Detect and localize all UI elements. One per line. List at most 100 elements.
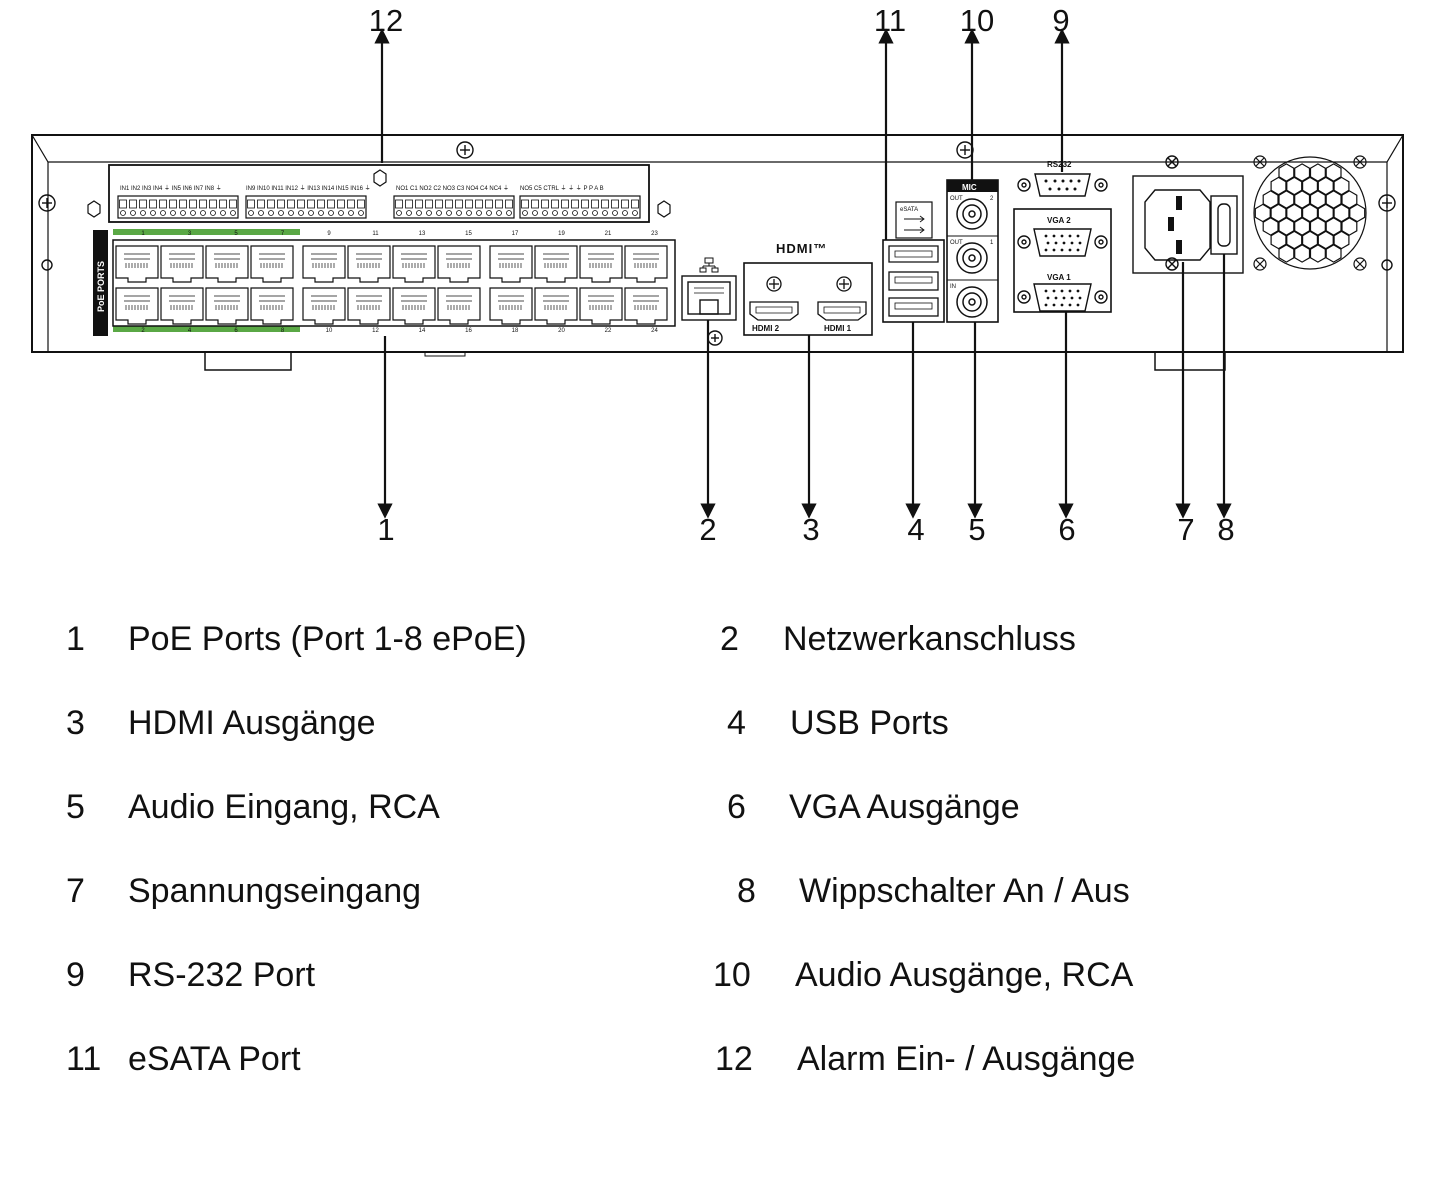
- poe-port-number-top: 17: [512, 231, 519, 237]
- audio-out-1-num: 1: [990, 240, 994, 246]
- callout-lines: [374, 28, 1232, 519]
- network-icon: [699, 257, 719, 273]
- audio-out-1-label: OUT: [950, 240, 963, 246]
- epoe-bar-bottom: [113, 326, 300, 332]
- poe-port-number-top: 1: [141, 231, 145, 237]
- legend-num: 5: [66, 788, 85, 826]
- legend-num: 12: [715, 1040, 753, 1078]
- poe-port-number-bottom: 24: [651, 328, 658, 334]
- callout-numbers: 12 11 10 9 1 2 3 4 5 6 7 8: [369, 3, 1235, 547]
- audio-in-label: IN: [950, 284, 956, 290]
- device-rear-panel-diagram: IN1 IN2 IN3 IN4 ⏚ IN5 IN6 IN7 IN8 ⏚ IN9 …: [31, 3, 1404, 547]
- mic-label: MIC: [962, 183, 977, 192]
- alarm-header-group-3: NO1 C1 NO2 C2 NO3 C3 NO4 C4 NC4 ⏚: [396, 185, 509, 192]
- legend-label: RS-232 Port: [128, 956, 316, 994]
- callout-5: 5: [968, 512, 985, 547]
- hdmi-outputs: HDMI™ HDMI 2 HDMI 1: [743, 241, 873, 336]
- epoe-bar-top: [113, 229, 300, 235]
- callout-10: 10: [960, 3, 994, 38]
- legend-label: Wippschalter An / Aus: [799, 872, 1130, 910]
- usb-icon: [904, 215, 925, 234]
- poe-side-label: PoE PORTS: [96, 261, 106, 312]
- poe-port-number-top: 11: [372, 231, 379, 237]
- fan-grille: [1253, 155, 1367, 271]
- chassis: [31, 134, 1404, 371]
- legend-label: Audio Eingang, RCA: [128, 788, 440, 826]
- alarm-header-group-1: IN1 IN2 IN3 IN4 ⏚ IN5 IN6 IN7 IN8 ⏚: [120, 185, 222, 192]
- alarm-header-group-2: IN9 IN10 IN11 IN12 ⏚ IN13 IN14 IN15 IN16…: [246, 185, 371, 192]
- poe-port-number-bottom: 2: [141, 328, 145, 334]
- legend-label: Alarm Ein- / Ausgänge: [797, 1040, 1136, 1078]
- callout-12: 12: [369, 3, 403, 38]
- poe-port-number-bottom: 18: [512, 328, 519, 334]
- legend-label: PoE Ports (Port 1-8 ePoE): [128, 620, 527, 658]
- vga-outputs: VGA 2 VGA 1: [1013, 208, 1112, 313]
- poe-port-number-top: 19: [558, 231, 565, 237]
- power-section: [1132, 155, 1367, 274]
- poe-port-number-top: 7: [281, 231, 285, 237]
- callout-4: 4: [907, 512, 924, 547]
- poe-ports: [115, 245, 668, 325]
- legend-label: HDMI Ausgänge: [128, 704, 376, 742]
- audio-block: MIC OUT 2 OUT 1 IN: [946, 179, 999, 323]
- legend-num: 1: [66, 620, 85, 658]
- legend-num: 10: [713, 956, 751, 994]
- poe-port-number-bottom: 8: [281, 328, 285, 334]
- legend-num: 7: [66, 872, 85, 910]
- callout-11: 11: [874, 3, 906, 38]
- callout-6: 6: [1058, 512, 1075, 547]
- audio-out-2-num: 2: [990, 196, 994, 202]
- legend-num: 4: [727, 704, 746, 742]
- callout-9: 9: [1052, 3, 1069, 38]
- esata-usb-block: eSATA: [882, 201, 945, 323]
- poe-port-number-top: 3: [188, 231, 192, 237]
- alarm-terminals: [117, 195, 641, 219]
- legend-num: 3: [66, 704, 85, 742]
- alarm-terminal-block: IN1 IN2 IN3 IN4 ⏚ IN5 IN6 IN7 IN8 ⏚ IN9 …: [87, 164, 671, 223]
- legend: 1 PoE Ports (Port 1-8 ePoE) 2 Netzwerkan…: [0, 605, 1434, 1105]
- legend-label: Spannungseingang: [128, 872, 422, 910]
- legend-num: 11: [66, 1040, 102, 1078]
- network-port: [681, 257, 737, 321]
- legend-label: eSATA Port: [128, 1040, 301, 1078]
- poe-port-number-top: 13: [419, 231, 426, 237]
- audio-out-2-label: OUT: [950, 196, 963, 202]
- rs232-port: RS232: [1017, 160, 1108, 197]
- hdmi-logo: HDMI™: [776, 241, 827, 256]
- poe-port-number-top: 21: [605, 231, 612, 237]
- poe-port-number-bottom: 6: [234, 328, 238, 334]
- poe-port-number-bottom: 10: [326, 328, 333, 334]
- vga-1-label: VGA 1: [1047, 273, 1071, 282]
- legend-num: 8: [737, 872, 756, 910]
- poe-port-number-bottom: 22: [605, 328, 612, 334]
- callout-7: 7: [1177, 512, 1194, 547]
- callout-1: 1: [377, 512, 394, 547]
- poe-port-number-top: 9: [327, 231, 331, 237]
- legend-label: Audio Ausgänge, RCA: [795, 956, 1134, 994]
- poe-port-number-bottom: 4: [188, 328, 192, 334]
- poe-port-number-top: 23: [651, 231, 658, 237]
- poe-port-number-top: 15: [465, 231, 472, 237]
- poe-port-number-top: 5: [234, 231, 238, 237]
- vga-2-label: VGA 2: [1047, 216, 1071, 225]
- legend-num: 2: [720, 620, 739, 658]
- poe-port-number-bottom: 14: [419, 328, 426, 334]
- legend-label: USB Ports: [790, 704, 949, 742]
- legend-label: Netzwerkanschluss: [783, 620, 1076, 658]
- poe-port-number-bottom: 12: [372, 328, 379, 334]
- poe-port-number-bottom: 16: [465, 328, 472, 334]
- legend-num: 9: [66, 956, 85, 994]
- rs232-label: RS232: [1047, 160, 1072, 169]
- callout-3: 3: [802, 512, 819, 547]
- hdmi-1-label: HDMI 1: [824, 324, 852, 333]
- callout-2: 2: [699, 512, 716, 547]
- callout-8: 8: [1217, 512, 1234, 547]
- hdmi-2-label: HDMI 2: [752, 324, 780, 333]
- poe-port-number-bottom: 20: [558, 328, 565, 334]
- alarm-header-group-4: NO5 C5 CTRL ⏚ ⏚ ⏚ P P A B: [520, 185, 604, 192]
- legend-num: 6: [727, 788, 746, 826]
- esata-label: eSATA: [900, 207, 918, 213]
